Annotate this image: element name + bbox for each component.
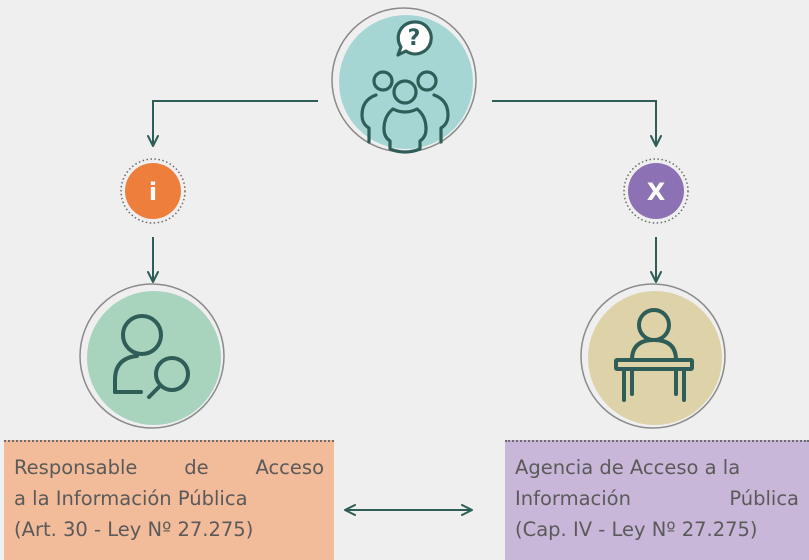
x-badge-label: X <box>647 178 666 206</box>
group-question-icon <box>360 20 450 154</box>
responsable-line-1: Responsable de Acceso <box>14 452 324 483</box>
x-badge: X <box>623 158 689 224</box>
x-badge-fill <box>628 163 684 219</box>
info-badge-fill <box>125 163 181 219</box>
arrow-top-to-info <box>147 100 318 147</box>
person-search-icon <box>113 314 190 399</box>
left-node-ring <box>79 283 225 429</box>
right-node <box>580 283 726 429</box>
info-badge-ring <box>120 158 186 224</box>
responsable-line-3: (Art. 30 - Ley Nº 27.275) <box>14 518 254 541</box>
info-badge: i <box>120 158 186 224</box>
person-at-desk-icon <box>614 308 694 402</box>
responsable-line-2: a la Información Pública <box>14 487 248 510</box>
word: Acceso <box>255 456 324 479</box>
agencia-line-1: Agencia de Acceso a la <box>515 456 741 479</box>
question-mark: ? <box>408 26 421 51</box>
agencia-line-3: (Cap. IV - Ley Nº 27.275) <box>515 518 758 541</box>
word: de <box>184 456 209 479</box>
arrow-top-to-x <box>492 100 662 147</box>
word: Pública <box>729 487 799 510</box>
word: Responsable <box>14 456 138 479</box>
word: Información <box>515 487 631 510</box>
agencia-box: Agencia de Acceso a la Información Públic… <box>505 440 809 560</box>
left-node-fill <box>87 291 221 425</box>
connectors <box>147 100 662 516</box>
x-badge-ring <box>623 158 689 224</box>
agencia-line-2: Información Pública <box>515 483 799 514</box>
responsable-box: Responsable de Acceso a la Información Púb… <box>4 440 334 560</box>
right-node-ring <box>580 283 726 429</box>
top-node: ? <box>331 7 477 154</box>
info-badge-label: i <box>149 178 157 206</box>
left-node <box>79 283 225 429</box>
